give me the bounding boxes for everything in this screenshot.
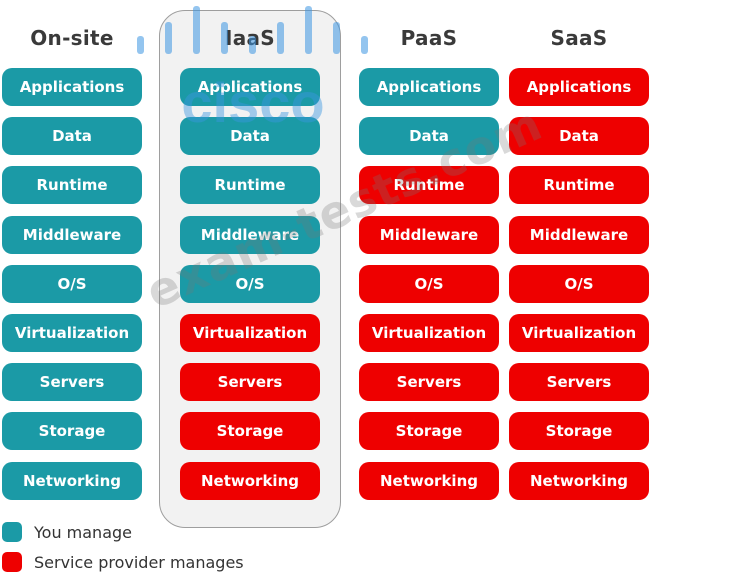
- layer-paas-middleware: Middleware: [359, 216, 499, 254]
- layer-iaas-virtualization: Virtualization: [180, 314, 320, 352]
- legend-label-you: You manage: [34, 522, 132, 542]
- legend-label-provider: Service provider manages: [34, 552, 244, 572]
- layer-paas-data: Data: [359, 117, 499, 155]
- layer-saas-networking: Networking: [509, 462, 649, 500]
- legend-you-manage: You manage: [2, 521, 132, 543]
- layer-iaas-data: Data: [180, 117, 320, 155]
- column-title-iaas: IaaS: [224, 26, 276, 50]
- legend-swatch-teal: [2, 522, 22, 542]
- layer-saas-servers: Servers: [509, 363, 649, 401]
- layer-iaas-o-s: O/S: [180, 265, 320, 303]
- layer-iaas-servers: Servers: [180, 363, 320, 401]
- layer-saas-virtualization: Virtualization: [509, 314, 649, 352]
- layer-iaas-middleware: Middleware: [180, 216, 320, 254]
- layer-on-site-data: Data: [2, 117, 142, 155]
- layer-on-site-middleware: Middleware: [2, 216, 142, 254]
- layer-iaas-runtime: Runtime: [180, 166, 320, 204]
- layer-on-site-networking: Networking: [2, 462, 142, 500]
- column-title-paas: PaaS: [400, 26, 458, 50]
- column-title-saas: SaaS: [550, 26, 608, 50]
- layer-saas-applications: Applications: [509, 68, 649, 106]
- legend-provider-manages: Service provider manages: [2, 551, 244, 573]
- layer-saas-data: Data: [509, 117, 649, 155]
- layer-on-site-servers: Servers: [2, 363, 142, 401]
- layer-iaas-storage: Storage: [180, 412, 320, 450]
- layer-paas-virtualization: Virtualization: [359, 314, 499, 352]
- legend-swatch-red: [2, 552, 22, 572]
- layer-on-site-applications: Applications: [2, 68, 142, 106]
- layer-on-site-o-s: O/S: [2, 265, 142, 303]
- layer-saas-o-s: O/S: [509, 265, 649, 303]
- layer-iaas-applications: Applications: [180, 68, 320, 106]
- layer-paas-networking: Networking: [359, 462, 499, 500]
- layer-paas-storage: Storage: [359, 412, 499, 450]
- layer-paas-runtime: Runtime: [359, 166, 499, 204]
- layer-iaas-networking: Networking: [180, 462, 320, 500]
- layer-paas-applications: Applications: [359, 68, 499, 106]
- layer-on-site-virtualization: Virtualization: [2, 314, 142, 352]
- layer-paas-o-s: O/S: [359, 265, 499, 303]
- layer-saas-storage: Storage: [509, 412, 649, 450]
- layer-saas-middleware: Middleware: [509, 216, 649, 254]
- column-title-on-site: On-site: [30, 26, 114, 50]
- layer-paas-servers: Servers: [359, 363, 499, 401]
- layer-on-site-runtime: Runtime: [2, 166, 142, 204]
- layer-on-site-storage: Storage: [2, 412, 142, 450]
- layer-saas-runtime: Runtime: [509, 166, 649, 204]
